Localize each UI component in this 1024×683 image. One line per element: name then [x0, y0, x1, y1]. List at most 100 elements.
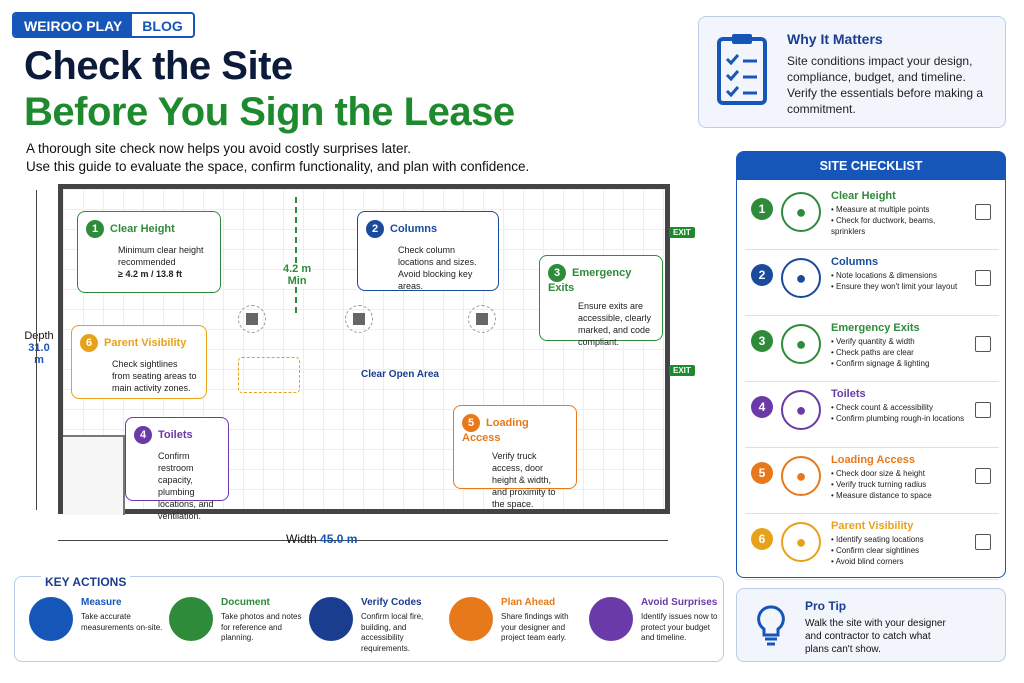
width-label: Width — [286, 532, 317, 546]
checklist-title: Toilets — [831, 388, 866, 400]
checklist-bullets: Check door size & heightVerify truck tur… — [831, 468, 971, 501]
restroom-icon: ● — [781, 390, 821, 430]
checklist-bullet: Check paths are clear — [831, 347, 971, 358]
restroom-area — [63, 435, 125, 515]
checklist-title: Emergency Exits — [831, 322, 920, 334]
checklist-bullet: Check for ductwork, beams, sprinklers — [831, 215, 971, 237]
lightbulb-icon — [757, 605, 785, 646]
checklist-row: 6 ● Parent Visibility Identify seating l… — [745, 516, 999, 580]
checklist-header: SITE CHECKLIST — [737, 152, 1005, 180]
checklist-bullet: Measure distance to space — [831, 490, 971, 501]
checklist-row: 3 ● Emergency Exits Verify quantity & wi… — [745, 318, 999, 382]
exit-sign-icon: ● — [781, 324, 821, 364]
eye-icon: ● — [781, 522, 821, 562]
checkbox[interactable] — [975, 270, 991, 286]
card-text: Minimum clear height recommended — [118, 245, 204, 267]
checklist-row: 1 ● Clear Height Measure at multiple poi… — [745, 186, 999, 250]
checklist-bullets: Measure at multiple pointsCheck for duct… — [831, 204, 971, 237]
pro-tip-text: Walk the site with your designer and con… — [805, 618, 946, 655]
checklist-number: 3 — [751, 330, 773, 352]
width-dimension: Width 45.0 m — [286, 532, 357, 546]
checkbox[interactable] — [975, 402, 991, 418]
depth-dimension: Depth 31.0 m — [22, 330, 56, 366]
key-actions-title: KEY ACTIONS — [41, 575, 131, 589]
checklist-bullet: Check count & accessibility — [831, 402, 971, 413]
seating-area — [238, 357, 300, 393]
site-checklist: SITE CHECKLIST 1 ● Clear Height Measure … — [736, 151, 1006, 580]
checklist-bullet: Confirm clear sightlines — [831, 545, 971, 556]
card-number: 3 — [548, 264, 566, 282]
depth-value: 31.0 m — [28, 342, 50, 366]
card-text: Ensure exits are accessible, clearly mar… — [578, 301, 652, 347]
checklist-row: 4 ● Toilets Check count & accessibilityC… — [745, 384, 999, 448]
why-title: Why It Matters — [787, 31, 883, 47]
card-title: Parent Visibility — [104, 337, 187, 349]
checklist-bullet: Avoid blind corners — [831, 556, 971, 567]
key-action: Document Take photos and notes for refer… — [165, 595, 303, 655]
checklist-number: 2 — [751, 264, 773, 286]
card-number: 4 — [134, 426, 152, 444]
card-title: Loading Access — [462, 417, 529, 444]
key-action-text: Identify issues now to protect your budg… — [641, 612, 718, 642]
page-title: Check the Site — [24, 44, 293, 88]
checklist-bullet: Ensure they won't limit your layout — [831, 281, 971, 292]
why-text: Site conditions impact your design, comp… — [787, 54, 984, 116]
dollar-icon — [589, 597, 633, 641]
column-marker — [468, 305, 496, 333]
card-text: Check column locations and sizes. Avoid … — [398, 245, 477, 291]
height-sub: Min — [287, 275, 307, 287]
checklist-bullet: Note locations & dimensions — [831, 270, 971, 281]
pro-tip-title: Pro Tip — [805, 599, 847, 613]
checklist-title: Parent Visibility — [831, 520, 914, 532]
why-it-matters-panel: Why It Matters Site conditions impact yo… — [698, 16, 1006, 128]
checkbox[interactable] — [975, 468, 991, 484]
card-number: 6 — [80, 334, 98, 352]
width-value: 45.0 m — [320, 532, 358, 546]
intro-line-2: Use this guide to evaluate the space, co… — [26, 159, 530, 174]
clipboard-icon — [717, 34, 767, 105]
checklist-title: Loading Access — [831, 454, 915, 466]
checklist-bullet: Check door size & height — [831, 468, 971, 479]
pro-tip-panel: Pro Tip Walk the site with your designer… — [736, 588, 1006, 662]
card-number: 1 — [86, 220, 104, 238]
key-action: Measure Take accurate measurements on-si… — [25, 595, 163, 655]
brand-badge[interactable]: WEIROO PLAY BLOG — [12, 12, 195, 38]
checkbox[interactable] — [975, 204, 991, 220]
open-area-label: Clear Open Area — [361, 369, 439, 380]
checklist-row: 2 ● Columns Note locations & dimensionsE… — [745, 252, 999, 316]
checklist-row: 5 ● Loading Access Check door size & hei… — [745, 450, 999, 514]
card-text: Verify truck access, door height & width… — [492, 451, 556, 509]
exit-sign: EXIT — [669, 227, 695, 238]
column-icon: ● — [781, 258, 821, 298]
team-icon — [449, 597, 493, 641]
card-value: ≥ 4.2 m / 13.8 ft — [118, 269, 182, 279]
intro-line-1: A thorough site check now helps you avoi… — [26, 141, 411, 156]
checklist-number: 4 — [751, 396, 773, 418]
key-action: Avoid Surprises Identify issues now to p… — [585, 595, 723, 655]
card-number: 5 — [462, 414, 480, 432]
checklist-bullet: Identify seating locations — [831, 534, 971, 545]
card-title: Clear Height — [110, 223, 175, 235]
checklist-bullets: Identify seating locationsConfirm clear … — [831, 534, 971, 567]
checklist-bullets: Check count & accessibilityConfirm plumb… — [831, 402, 971, 424]
checklist-title: Columns — [831, 256, 879, 268]
key-action-text: Confirm local fire, building, and access… — [361, 612, 424, 653]
checklist-bullet: Verify truck turning radius — [831, 479, 971, 490]
column-marker — [345, 305, 373, 333]
plan-card-clear-height: 1 Clear Height Minimum clear height recom… — [77, 211, 221, 293]
key-action-title: Plan Ahead — [501, 597, 556, 608]
intro-text: A thorough site check now helps you avoi… — [26, 140, 529, 176]
key-action-title: Measure — [81, 597, 122, 608]
tape-measure-icon — [29, 597, 73, 641]
checkbox[interactable] — [975, 336, 991, 352]
key-action: Verify Codes Confirm local fire, buildin… — [305, 595, 443, 655]
checkbox[interactable] — [975, 534, 991, 550]
page-subtitle: Before You Sign the Lease — [24, 90, 515, 134]
height-label: 4.2 m — [283, 263, 312, 275]
brand-name: WEIROO PLAY — [14, 14, 133, 36]
checklist-bullet: Confirm plumbing rough-in locations — [831, 413, 971, 424]
